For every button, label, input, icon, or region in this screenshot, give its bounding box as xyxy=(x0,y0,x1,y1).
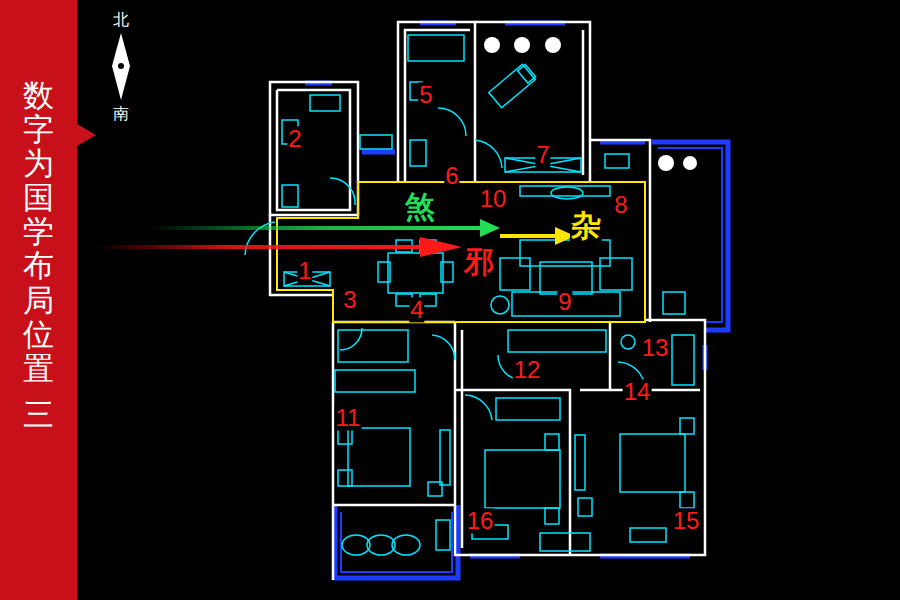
callout-number: 1 xyxy=(297,258,312,283)
doors xyxy=(245,108,645,420)
callout-number: 9 xyxy=(557,289,572,314)
compass xyxy=(112,33,130,100)
callout-number: 4 xyxy=(409,297,424,322)
title-mark: 三 xyxy=(23,399,54,430)
walls xyxy=(270,22,705,580)
callout-number: 5 xyxy=(418,82,433,107)
flow-arrows xyxy=(95,219,575,257)
furniture xyxy=(282,35,694,555)
windows xyxy=(305,23,728,578)
flow-label: 煞 xyxy=(404,191,436,223)
callout-number: 11 xyxy=(335,405,362,430)
living-area-outline xyxy=(277,182,645,322)
compass-north: 北 xyxy=(112,12,130,29)
flow-label: 杂 xyxy=(570,210,602,242)
callout-number: 7 xyxy=(535,142,550,167)
callout-number: 12 xyxy=(513,357,542,382)
vertical-title: 数字为国学布局位置 xyxy=(23,78,54,385)
callout-number: 10 xyxy=(479,186,508,211)
callout-number: 16 xyxy=(466,508,495,533)
callout-number: 2 xyxy=(287,126,302,151)
callout-number: 6 xyxy=(444,163,459,188)
callout-number: 3 xyxy=(342,287,357,312)
callout-number: 8 xyxy=(613,192,628,217)
band-pointer xyxy=(77,124,96,146)
callout-number: 13 xyxy=(641,335,670,360)
compass-south: 南 xyxy=(112,106,130,123)
plants xyxy=(484,37,697,171)
title-band: 数字为国学布局位置三 xyxy=(0,0,77,600)
callout-number: 15 xyxy=(672,508,701,533)
callout-number: 14 xyxy=(623,379,652,404)
flow-label: 邪 xyxy=(463,246,495,278)
